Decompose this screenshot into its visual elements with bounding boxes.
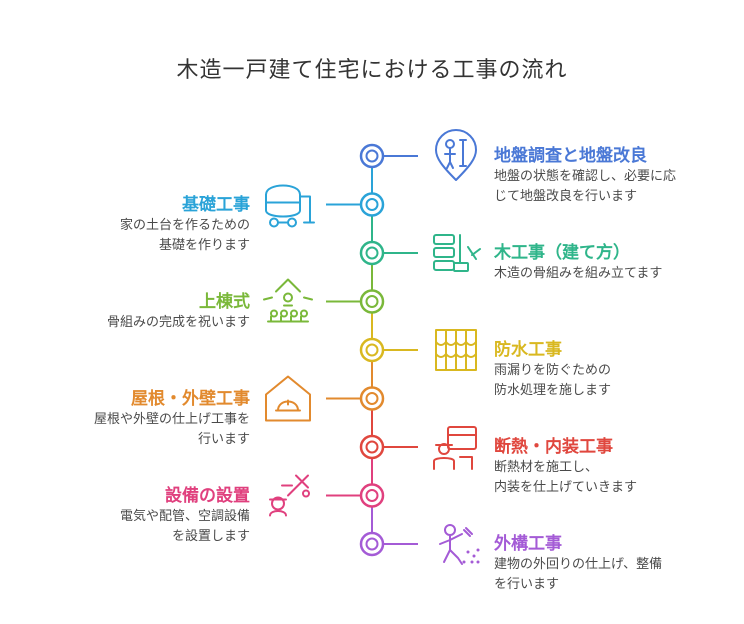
timeline-node-inner	[365, 440, 379, 454]
step-description: 地盤の状態を確認し、必要に応じて地盤改良を行います	[494, 167, 676, 207]
timeline-node-inner	[365, 537, 379, 551]
step-description-line: 建物の外回りの仕上げ、整備	[494, 557, 663, 572]
timeline-node-inner	[365, 198, 379, 211]
timeline-node	[359, 337, 385, 363]
timeline-node-inner	[365, 343, 379, 357]
step-description: 家の土台を作るための基礎を作ります	[120, 216, 250, 256]
timeline-node-inner	[365, 392, 379, 405]
step-description: 電気や配管、空調設備を設置します	[120, 507, 250, 547]
timeline-node	[359, 289, 385, 314]
timeline-node	[359, 192, 385, 217]
timeline-node	[359, 483, 385, 508]
timeline-node-inner	[365, 246, 379, 260]
step-description: 木造の骨組みを組み立てます	[494, 264, 662, 284]
step-title: 外構工事	[494, 534, 562, 554]
step-description-line: 基礎を作ります	[158, 237, 250, 253]
step-title: 地盤調査と地盤改良	[494, 146, 647, 166]
timeline-node	[359, 240, 385, 266]
survey-icon	[435, 129, 477, 181]
step-description: 屋根や外壁の仕上げ工事を行います	[94, 410, 250, 450]
step-description-line: 木造の骨組みを組み立てます	[494, 266, 663, 281]
step-description-line: 雨漏りを防ぐための	[494, 363, 612, 378]
diagram-title: 木造一戸建て住宅における工事の流れ	[176, 58, 568, 83]
step-description-line: 防水処理を施します	[494, 383, 612, 398]
step-title: 設備の設置	[165, 485, 250, 506]
house-helmet-icon	[265, 375, 311, 422]
step-description-line: 内装を仕上げていきます	[494, 480, 638, 495]
step-title: 木工事（建て方）	[494, 243, 630, 263]
step-title: 基礎工事	[182, 194, 250, 215]
step-description: 建物の外回りの仕上げ、整備を行います	[494, 555, 662, 595]
step-description-line: 骨組みの完成を祝います	[106, 314, 250, 330]
roof-tiles-icon	[435, 329, 477, 371]
step-description: 骨組みの完成を祝います	[107, 313, 250, 333]
timeline-node	[359, 143, 385, 169]
concrete-mixer-icon	[265, 184, 315, 228]
step-description-line: を設置します	[171, 528, 250, 544]
step-description-line: 電気や配管、空調設備	[119, 508, 250, 524]
step-title: 屋根・外壁工事	[131, 388, 250, 409]
timeline-node-inner	[365, 489, 379, 502]
step-description-line: 行います	[197, 431, 250, 447]
ceremony-icon	[263, 278, 313, 323]
step-description-line: 屋根や外壁の仕上げ工事を	[93, 411, 250, 427]
timeline-node-inner	[365, 149, 379, 163]
exterior-worker-icon	[439, 524, 480, 565]
step-description-line: を行います	[494, 577, 560, 592]
step-description: 雨漏りを防ぐための防水処理を施します	[494, 361, 611, 401]
step-title: 上棟式	[199, 291, 250, 312]
step-description-line: じて地盤改良を行います	[494, 189, 638, 204]
timeline-node	[359, 386, 385, 411]
timber-hammer-icon	[433, 234, 481, 272]
step-description-line: 地盤の状態を確認し、必要に応	[494, 169, 677, 184]
step-title: 断熱・内装工事	[494, 437, 613, 457]
step-description-line: 断熱材を施工し、	[494, 460, 599, 475]
step-description-line: 家の土台を作るための	[119, 217, 250, 233]
step-title: 防水工事	[494, 340, 562, 360]
timeline-node	[359, 434, 385, 460]
equipment-worker-icon	[269, 474, 310, 517]
timeline-node-inner	[365, 295, 379, 308]
step-description: 断熱材を施工し、内装を仕上げていきます	[494, 458, 637, 498]
timeline-node	[359, 531, 385, 557]
interior-worker-icon	[433, 426, 477, 470]
